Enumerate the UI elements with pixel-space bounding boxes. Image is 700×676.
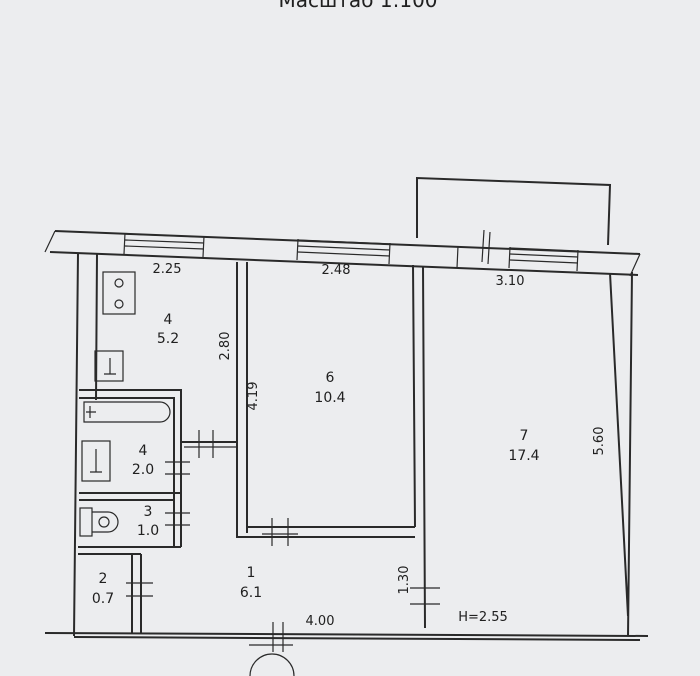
wall-room6-bottom [236,444,415,538]
svg-text:1.0: 1.0 [137,523,159,539]
room-closet: 2 0.7 [92,571,114,607]
svg-text:0.7: 0.7 [92,591,114,607]
balcony-outline [416,176,612,246]
svg-text:6.1: 6.1 [240,585,262,601]
stove-icon [102,271,136,315]
dim-room7-depth: 5.60 [592,427,607,456]
entrance-door [249,622,293,652]
scale-caption: Масштаб 1:100 [278,0,437,12]
svg-text:17.4: 17.4 [508,448,539,464]
svg-text:2.0: 2.0 [132,462,154,478]
dim-room6-depth: 4.19 [246,382,261,411]
svg-text:5.2: 5.2 [157,331,179,347]
kitchen-sink-icon [94,350,124,382]
svg-text:6: 6 [326,370,335,386]
dim-kitchen-depth: 2.80 [218,332,233,361]
room-7: 7 17.4 [508,428,539,464]
room-wc: 3 1.0 [137,504,159,539]
svg-text:4: 4 [164,312,173,328]
room-6: 6 10.4 [314,370,345,406]
wall-kitchen-right [236,262,248,533]
outer-wall-left [73,252,98,637]
svg-text:2: 2 [99,571,108,587]
room-corridor: 1 6.1 [240,565,262,601]
toilet-icon [79,507,119,537]
door-wc [165,512,190,526]
outer-wall-bottom [44,632,649,641]
door-kitchen [184,430,236,458]
dim-corridor-depth: 1.30 [397,566,412,595]
bathtub-icon [83,401,171,423]
entrance-marker [249,653,295,676]
room-kitchen: 4 5.2 [157,312,179,347]
svg-text:1: 1 [247,565,256,581]
dim-kitchen-width: 2.25 [153,262,182,277]
svg-text:7: 7 [520,428,529,444]
balcony-door [456,229,491,269]
door-bathroom [165,461,190,475]
dim-room7-width: 3.10 [496,274,525,289]
wall-bathroom [78,389,182,555]
window-room6 [296,238,391,265]
svg-text:3: 3 [144,504,153,520]
door-closet [126,582,153,597]
svg-text:10.4: 10.4 [314,390,345,406]
outer-wall-right [609,271,633,637]
room-bathroom: 4 2.0 [132,443,154,478]
door-room6 [262,518,298,546]
dim-corridor-width: 4.00 [306,614,335,629]
ceiling-height: H=2.55 [458,610,508,625]
washbasin-icon [81,440,111,482]
door-room7 [410,587,440,605]
window-kitchen [123,232,205,258]
dim-room6-width: 2.48 [322,263,351,278]
svg-text:4: 4 [139,443,148,459]
wall-closet [131,554,142,633]
window-room7 [508,246,579,272]
wall-room6-right [412,264,426,629]
